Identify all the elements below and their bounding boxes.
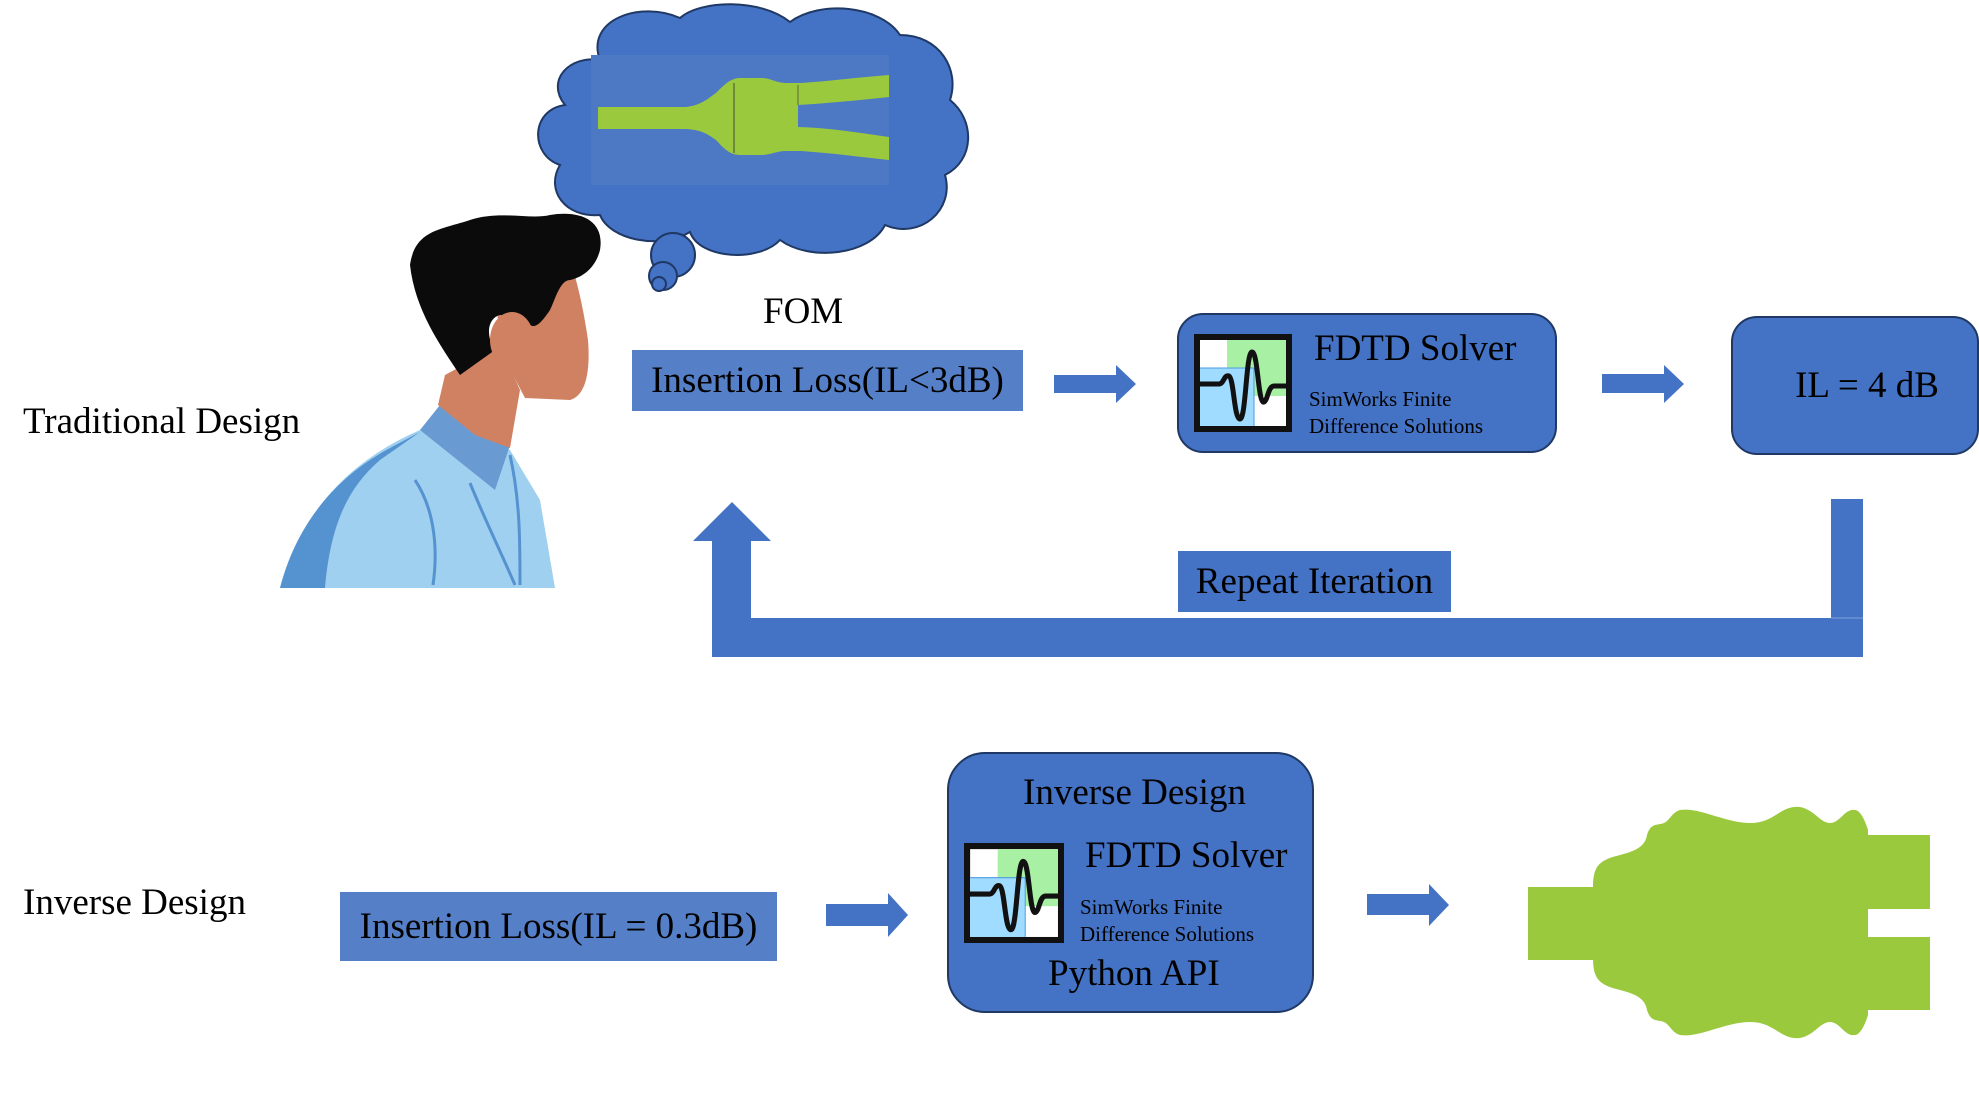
- result-il-value: IL = 4 dB: [1795, 365, 1939, 406]
- fdtd-solver-box: FDTD Solver SimWorks Finite Difference S…: [1177, 313, 1557, 453]
- fom-label: FOM: [763, 291, 844, 332]
- repeat-iteration-box: Repeat Iteration: [1178, 551, 1451, 612]
- solver-subtitle-line2: Difference Solutions: [1309, 414, 1483, 438]
- optimized-splitter-device-icon: [1528, 806, 1930, 1039]
- right-arrow-icon: [826, 893, 908, 937]
- inverse-solver-title: FDTD Solver: [1085, 835, 1288, 876]
- inverse-design-header: Inverse Design: [1023, 772, 1246, 813]
- inverse-solver-subtitle-line2: Difference Solutions: [1080, 922, 1254, 946]
- right-arrow-icon: [1367, 884, 1449, 926]
- inverse-fom-box: Insertion Loss(IL = 0.3dB): [340, 892, 777, 961]
- python-api-label: Python API: [1048, 953, 1220, 994]
- fom-insertion-loss-box: Insertion Loss(IL<3dB): [632, 350, 1023, 411]
- inverse-design-label: Inverse Design: [23, 882, 246, 923]
- person-thinking-icon: [280, 213, 601, 588]
- fdtd-wave-logo-icon: [964, 843, 1064, 943]
- traditional-design-label: Traditional Design: [23, 401, 301, 442]
- solver-subtitle-line1: SimWorks Finite: [1309, 387, 1452, 411]
- solver-title: FDTD Solver: [1314, 328, 1517, 369]
- right-arrow-icon: [1602, 365, 1684, 403]
- inverse-solver-subtitle-line1: SimWorks Finite: [1080, 895, 1223, 919]
- result-il-box: IL = 4 dB: [1731, 316, 1979, 455]
- fdtd-wave-logo-icon: [1194, 334, 1292, 432]
- inverse-design-solver-box: Inverse Design FDTD Solver SimWorks Fini…: [947, 752, 1314, 1013]
- y-splitter-device-icon: [591, 55, 889, 185]
- right-arrow-icon: [1054, 365, 1136, 403]
